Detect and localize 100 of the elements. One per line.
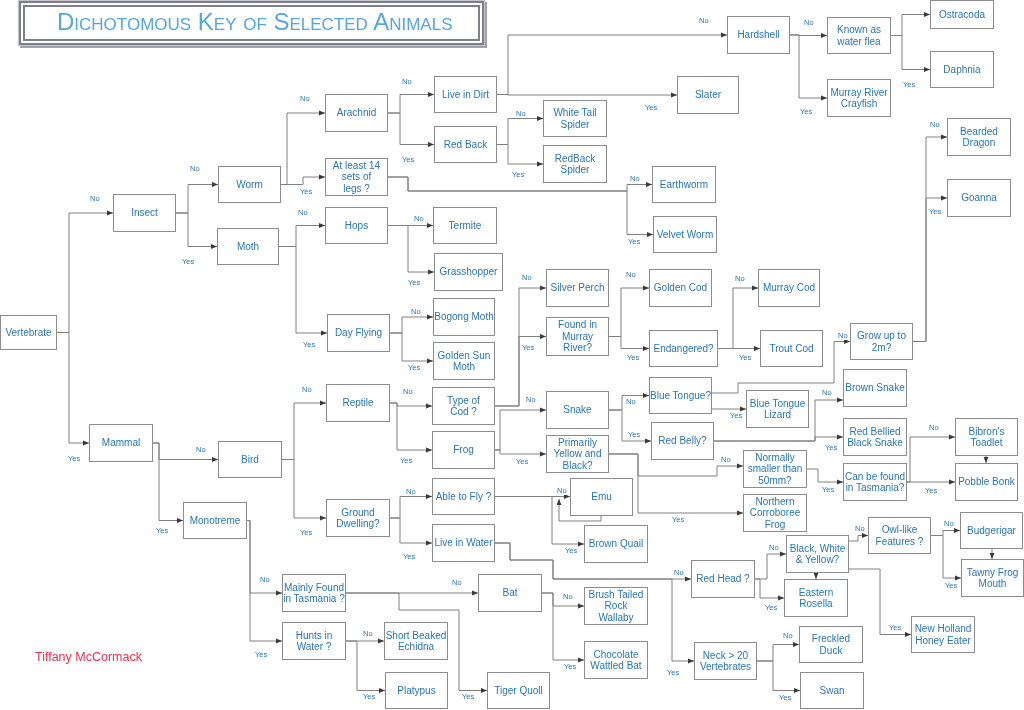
key-text: Mammal	[101, 437, 141, 449]
arrow	[848, 533, 869, 542]
key-box	[218, 441, 282, 478]
arrow	[983, 455, 989, 464]
key-text: Snake	[563, 404, 592, 416]
key-box	[800, 672, 864, 709]
key-text: Termite	[448, 219, 482, 232]
arrow	[387, 112, 435, 147]
key-text: Eastern Rosella	[797, 586, 835, 610]
key-text: Tiger Quoll	[494, 684, 543, 697]
key-box	[326, 384, 390, 422]
key-text: Earthworm	[659, 178, 709, 191]
arrow	[806, 468, 844, 485]
key-text: Bogong Moth	[434, 311, 494, 323]
key-text: Bird	[241, 453, 259, 466]
key-text: Normally smaller than 50mm?	[746, 451, 804, 487]
key-box	[652, 166, 716, 203]
key-box	[546, 391, 609, 429]
key-box	[217, 228, 279, 265]
key-text: Short Beaked Echidna	[385, 629, 447, 653]
key-box	[326, 499, 390, 537]
key-box	[218, 166, 281, 203]
key-text: Tawny Frog Mouth	[965, 566, 1020, 590]
key-text: Slater	[694, 89, 722, 101]
key-text: Ground Dwelling?	[335, 506, 381, 530]
key-text: Can be found in Tasmania?	[844, 470, 906, 494]
key-box	[691, 560, 755, 598]
key-text: Ostracoda	[938, 8, 986, 21]
key-text: Red Bellied Black Snake	[846, 425, 904, 449]
key-box	[433, 342, 495, 380]
key-box	[434, 253, 503, 291]
key-box	[432, 431, 495, 469]
key-text: Owl-like Features ?	[874, 524, 925, 547]
key-text: Chocolate Wattled Bat	[589, 648, 643, 672]
key-text: Arachnid	[336, 107, 377, 119]
key-box	[89, 424, 153, 462]
key-text: At least 14 sets of legs ?	[331, 159, 382, 195]
arrow	[246, 520, 283, 644]
key-box	[0, 315, 57, 350]
arrow	[494, 449, 547, 457]
key-box	[434, 76, 497, 113]
key-box	[282, 622, 346, 660]
key-text: Platypus	[397, 684, 436, 697]
key-box	[961, 559, 1024, 597]
key-text: White Tail Spider	[552, 107, 598, 130]
arrow	[556, 498, 602, 522]
key-box	[868, 517, 931, 554]
key-text: Found in Murray River?	[557, 319, 598, 354]
key-text: Daphnia	[943, 63, 981, 76]
key-box	[760, 330, 823, 367]
key-text: Trout Cod	[769, 342, 814, 355]
key-box	[433, 207, 497, 244]
arrow	[608, 453, 744, 516]
key-box	[850, 323, 913, 360]
key-box	[282, 574, 346, 612]
key-box	[327, 314, 390, 352]
key-text: Monotreme	[189, 514, 241, 527]
key-text: Pobble Bonk	[958, 476, 1015, 488]
key-text: Swan	[819, 684, 845, 697]
key-box	[325, 158, 388, 196]
key-text: Northern Corroboree Frog	[748, 495, 802, 531]
key-box	[649, 330, 718, 367]
key-box	[784, 579, 848, 617]
key-box	[478, 574, 542, 612]
key-box	[649, 269, 712, 307]
key-text: Golden Cod	[653, 282, 708, 294]
arrow	[608, 409, 652, 444]
key-box	[385, 672, 448, 709]
key-text: Silver Perch	[550, 282, 605, 294]
key-box	[930, 51, 994, 88]
key-box	[653, 216, 717, 253]
key-box	[434, 126, 497, 163]
key-text: Neck > 20 Vertebrates	[698, 649, 753, 673]
key-text: Day Flying	[334, 327, 383, 339]
key-text: Murray River Crayfish	[829, 86, 889, 110]
key-box	[727, 16, 790, 54]
key-box	[432, 524, 495, 562]
arrow	[387, 176, 654, 237]
key-text: Hops	[344, 219, 369, 232]
key-box	[325, 94, 388, 132]
key-box	[911, 616, 975, 653]
arrow	[711, 406, 747, 412]
key-text: RedBack Spider	[553, 152, 597, 176]
key-box	[487, 672, 550, 709]
key-text: Murray Cod	[762, 282, 816, 294]
key-text: Primarily Yellow and Black?	[552, 436, 603, 472]
key-text: Blue Tongue Lizard	[748, 397, 807, 421]
arrow	[541, 592, 585, 663]
key-box	[947, 118, 1011, 156]
key-text: Known as water flea	[836, 24, 882, 47]
arrow	[711, 339, 851, 394]
key-box	[546, 317, 609, 356]
key-box	[955, 418, 1018, 456]
arrow	[754, 578, 785, 601]
key-box	[799, 626, 863, 663]
key-box	[786, 535, 849, 573]
key-box	[584, 641, 648, 679]
key-box	[183, 502, 247, 539]
arrow	[608, 336, 650, 351]
key-box	[543, 100, 607, 137]
